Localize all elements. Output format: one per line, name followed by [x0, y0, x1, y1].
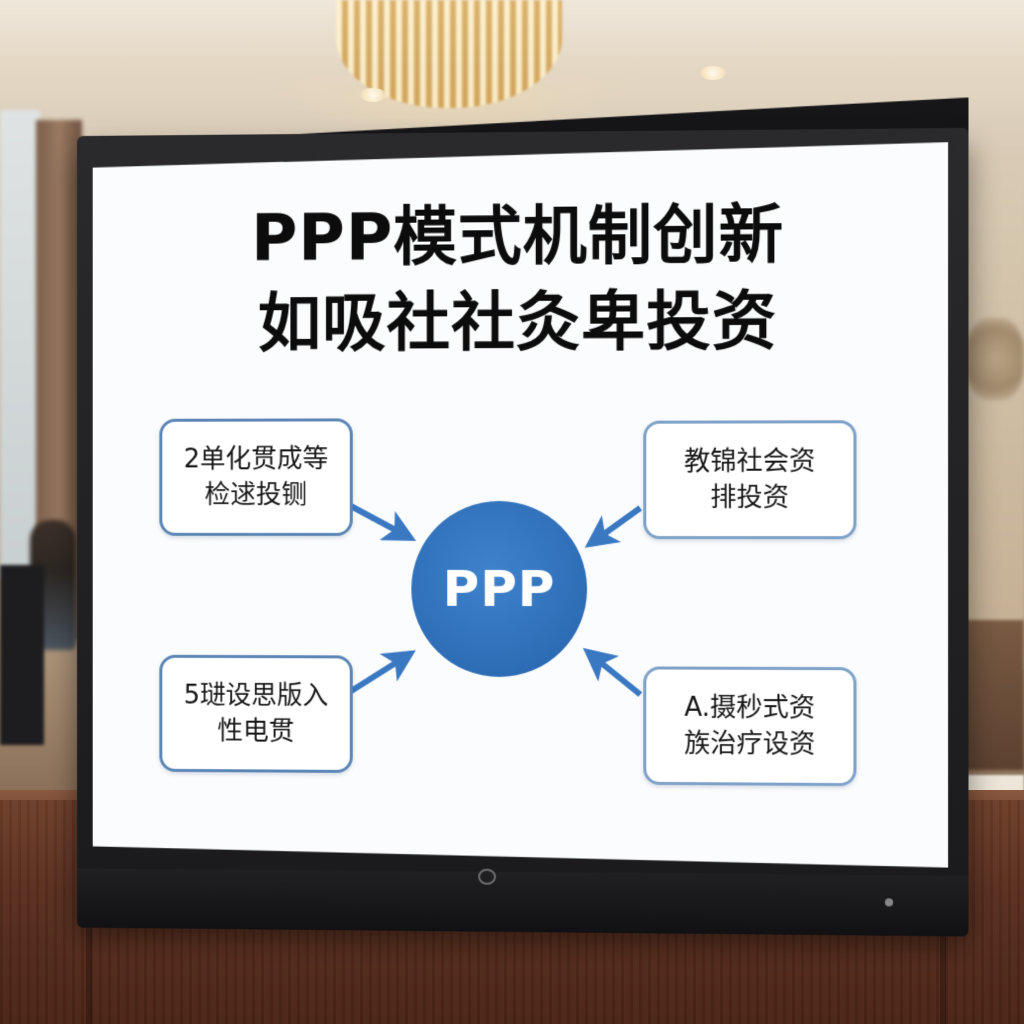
arrow-top-left — [351, 506, 411, 538]
display-bottom-bezel — [77, 868, 969, 937]
title-line-2: 如吸社社灸卑投资 — [257, 284, 778, 361]
node-bottom-right-line-1: A.摄秒式资 — [684, 692, 816, 724]
background-monitor — [0, 565, 44, 745]
wall-ornament — [966, 318, 1024, 400]
arrow-top-right — [590, 508, 640, 544]
window — [0, 110, 40, 580]
node-top-left-line-2: 检逑投铡 — [204, 480, 308, 511]
display-monitor: PPP模式机制创新 如吸社社灸卑投资 2单化贯成等 检逑投铡 教锦社会资 排投资… — [77, 98, 968, 935]
arrow-bottom-left — [351, 653, 411, 691]
node-bottom-left: 5琎设思版入 性电贯 — [159, 655, 352, 773]
podium-panel-seam — [940, 890, 946, 1024]
node-top-right: 教锦社会资 排投资 — [643, 420, 856, 539]
display-screen: PPP模式机制创新 如吸社社灸卑投资 2单化贯成等 检逑投铡 教锦社会资 排投资… — [93, 142, 948, 867]
node-top-right-line-2: 排投资 — [710, 482, 790, 513]
node-top-right-line-1: 教锦社会资 — [684, 446, 816, 477]
node-bottom-left-line-2: 性电贯 — [217, 716, 295, 747]
node-top-left: 2单化贯成等 检逑投铡 — [159, 418, 352, 536]
power-indicator-icon — [884, 898, 894, 907]
ceiling-light — [700, 66, 726, 80]
ceiling-light — [360, 88, 386, 102]
title-line-1: PPP模式机制创新 — [251, 197, 785, 276]
camera-icon — [478, 868, 497, 885]
diagram-title: PPP模式机制创新 如吸社社灸卑投资 — [93, 191, 948, 368]
node-bottom-left-line-1: 5琎设思版入 — [183, 680, 329, 712]
arrow-bottom-right — [588, 652, 640, 694]
podium-panel-seam — [86, 890, 92, 1024]
hub-circle: PPP — [411, 501, 587, 677]
hub-label: PPP — [442, 559, 556, 619]
node-top-left-line-1: 2单化贯成等 — [183, 444, 329, 475]
node-bottom-right-line-2: 族治疗设资 — [684, 728, 816, 760]
node-bottom-right: A.摄秒式资 族治疗设资 — [643, 666, 856, 786]
